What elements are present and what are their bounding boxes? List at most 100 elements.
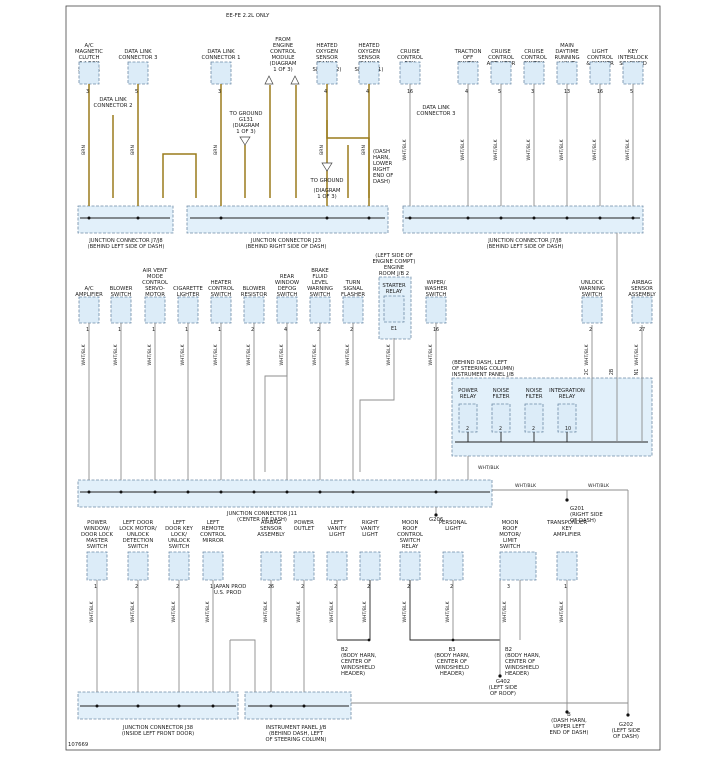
mid-component-label-air_vent-line: MOTOR	[145, 292, 165, 298]
top-component-label-cruise_act-line: CRUISE	[491, 49, 511, 55]
bottom-wire-label-pw_master: WHT/BLK	[89, 600, 95, 622]
junction-title-j27-left-line: JUNCTION CONNECTOR J7/J8	[88, 238, 162, 244]
note-dlc3b-line: DATA LINK	[422, 105, 450, 111]
mid-component-blower_res	[243, 296, 265, 324]
junction-title-j27-right-line: (BEHIND LEFT SIDE OF DASH)	[487, 244, 564, 250]
top-component-label-daytime-line: RUNNING	[554, 55, 579, 61]
top-pin-cruise_ecu: 16	[407, 89, 413, 95]
top-component-label-ho2s2-line: SENSOR	[316, 55, 338, 61]
bottom-component-label-vanity_r-line: LIGHT	[362, 532, 379, 538]
mid-component-label-wiper-line: SWITCH	[426, 292, 447, 298]
top-component-label-dlc1-line: CONNECTOR 1	[202, 55, 241, 61]
mid-pin-blower_res: 2	[251, 327, 254, 333]
bottom-component-door_key	[168, 551, 190, 581]
mid-wire-label-defog: WHT/BLK	[279, 343, 285, 365]
top-component-label-ecm-line: CONTROL	[270, 49, 296, 55]
mid-wire-label-unlock: WHT/BLK	[584, 343, 590, 365]
bottom-component-vanity_l	[326, 551, 348, 581]
mid-component-unlock	[581, 296, 603, 324]
junction-title-j27-left: JUNCTION CONNECTOR J7/J8(BEHIND LEFT SID…	[88, 238, 165, 250]
bottom-component-label-door_unlock-line: LOCK MOTOR/	[119, 526, 157, 532]
mid-splice-ac_amp	[87, 490, 91, 494]
top-component-label-ho2s1-line: SENSOR	[358, 55, 380, 61]
mid-component-label-cig-line: LIGHTER	[177, 292, 200, 298]
j11-ground-g201-line: (RIGHT SIDE	[570, 512, 603, 518]
bottom-wire-label-moonroof_relay: WHT/BLK	[402, 600, 408, 622]
mid-wire-label-airbag_r: WHT/BLK	[634, 343, 640, 365]
top-component-label-cruise_sw-line: CONTROL	[521, 55, 547, 61]
top-pin-key_interlock: 5	[630, 89, 633, 95]
top-component-label-ho2s1-line: HEATED	[358, 43, 379, 49]
mid-wire-label-air_vent: WHT/BLK	[147, 343, 153, 365]
mid-component-label-wiper-line: WASHER	[425, 286, 448, 292]
j11-ground-g201-line: G201	[570, 506, 584, 512]
bottom-component-label-door_key-line: SWITCH	[169, 544, 190, 550]
mid-component-label-turn-line: FLASHER	[341, 292, 365, 298]
top-component-label-ecm-line: MODULE	[272, 55, 296, 61]
top-component-label-ecm-line: ENGINE	[273, 43, 294, 49]
bottom-component-label-airbag_l-line: SENSOR	[260, 526, 282, 532]
top-component-label-ecm-line: FROM	[275, 37, 291, 43]
ip-relay-label-3-line: RELAY	[559, 394, 576, 400]
mid-component-label-ac_amp-line: AMPLIFIER	[75, 292, 103, 298]
bottom-component-label-moonroof_motor-line: SWITCH	[500, 544, 521, 550]
ip-relay-label-2-line: NOISE	[526, 388, 543, 394]
bottom-component-label-pw_master-line: SWITCH	[87, 544, 108, 550]
top-splice-daytime	[565, 216, 569, 220]
bottom-component-label-transponder-line: TRANSPONDER	[546, 520, 587, 526]
bottom-pin-pw_master: 1	[94, 584, 97, 590]
top-component-label-key_interlock-line: KEY	[628, 49, 639, 55]
mid-component-label-blower_res-line: BLOWER	[243, 286, 266, 292]
mid-component-wiper	[425, 296, 447, 324]
top-component-cruise_sw	[523, 61, 545, 85]
mid-splice-air_vent	[153, 490, 157, 494]
junction-title-j38-line: JUNCTION CONNECTOR J38	[122, 725, 193, 731]
mid-splice-blower_sw	[119, 490, 123, 494]
top-pin-cruise_act: 5	[498, 89, 501, 95]
bottom-component-door_unlock	[127, 551, 149, 581]
junction-title-j38: JUNCTION CONNECTOR J38(INSIDE LEFT FRONT…	[122, 725, 194, 737]
top-splice-key_interlock	[631, 216, 635, 220]
note-japan-us-line: U.S. PROD	[214, 590, 241, 596]
bottom-component-label-moonroof_motor-line: ROOF	[502, 526, 517, 532]
top-pin-dlc3a: 5	[135, 89, 138, 95]
bottom-component-label-transponder-line: KEY	[562, 526, 573, 532]
note-dash-upper-line: (DASH HARN,	[551, 718, 587, 724]
mid-component-label-brake-line: LEVEL	[312, 280, 328, 286]
bottom-component-label-personal-line: LIGHT	[445, 526, 462, 532]
top-pin-ho2s1: 4	[366, 89, 369, 95]
bottom-component-label-pw_master-line: WINDOW/	[84, 526, 110, 532]
mid-component-brake	[309, 296, 331, 324]
top-component-label-ac_clutch-line: MAGNETIC	[75, 49, 103, 55]
note-dash-upper-line: UPPER LEFT	[553, 724, 585, 730]
note-b2-left-line: B2	[341, 647, 348, 653]
bottom-component-moonroof_motor	[499, 551, 537, 581]
top-wire-label-light_ctrl: WHT/BLK	[592, 138, 598, 160]
bottom-component-label-door_unlock-line: LEFT DOOR	[123, 520, 154, 526]
top-splice-ac_clutch	[87, 216, 91, 220]
bottom-component-label-personal-line: PERSONAL	[439, 520, 467, 526]
note-b2-left-line: (BODY HARN,	[341, 653, 377, 659]
bottom-component-label-mirror-line: MIRROR	[202, 538, 224, 544]
note-diagram-line: 1 OF 3)	[317, 194, 336, 200]
note-dash-harn-line: END OF	[373, 173, 393, 179]
mid-component-label-brake-line: WARNING	[307, 286, 333, 292]
instrument-panel-jb	[451, 377, 653, 457]
mid-component-label-air_vent-line: CONTROL	[142, 280, 168, 286]
